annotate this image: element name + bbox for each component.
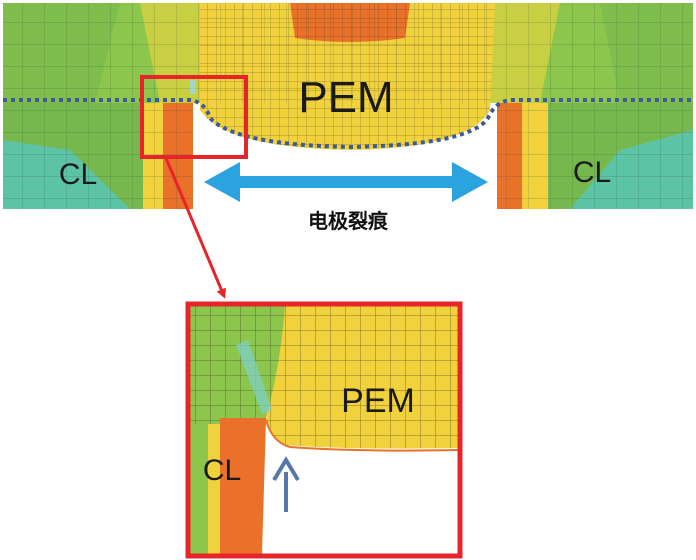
inset-cl-green-edge (190, 424, 208, 554)
cl-right-label: CL (573, 156, 611, 189)
inset-crack-edge (265, 419, 458, 452)
zoom-highlight-box (140, 75, 248, 159)
crack-caption: 电极裂痕 (308, 209, 389, 233)
inset-pem-label: PEM (341, 382, 415, 420)
inset-cl-label: CL (203, 454, 241, 487)
inset-pem-mesh (265, 306, 458, 449)
inset-cyan-streak (236, 340, 272, 414)
cl-right-mesh (497, 103, 693, 209)
double-headed-arrow-icon (204, 162, 488, 202)
inset-crack-gap (262, 420, 458, 554)
zoom-inset-frame (185, 301, 463, 559)
cl-left-label: CL (59, 158, 97, 191)
pem-main-label: PEM (298, 73, 393, 122)
inset-cl-stress-band (220, 418, 266, 554)
interface-boundary (3, 98, 693, 150)
pem-mesh (200, 3, 495, 150)
zoom-pointer-arrow-icon (164, 157, 226, 299)
cyan-spot (190, 80, 196, 94)
up-arrow-icon (272, 456, 300, 512)
inset-cl-yellow-strip (208, 424, 220, 554)
zoom-inset (190, 306, 458, 554)
